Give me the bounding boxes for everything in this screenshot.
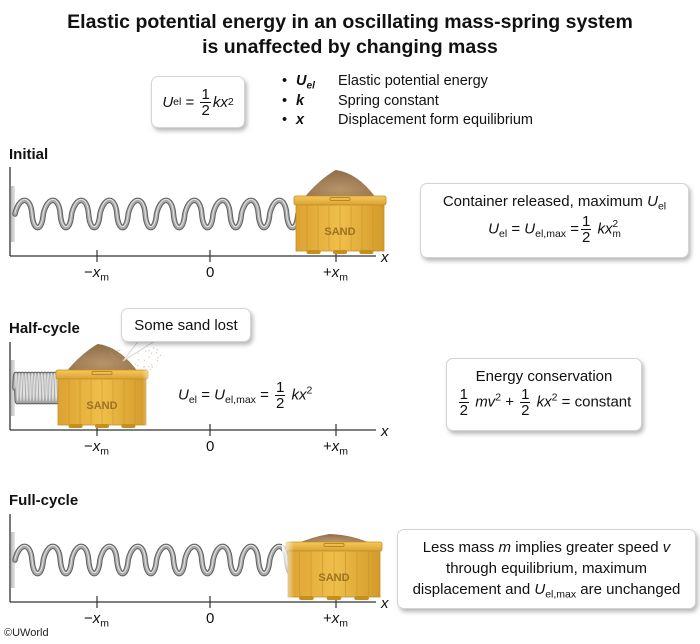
tick-label-zero: 0 <box>206 264 214 281</box>
sand-particle <box>117 363 118 364</box>
container-foot <box>333 250 347 254</box>
tick-label-zero: 0 <box>206 610 214 627</box>
sand-particle <box>156 352 157 353</box>
sand-particle <box>145 350 146 351</box>
sand-particle <box>117 350 118 351</box>
sand-particle <box>114 358 115 359</box>
sand-particle <box>110 353 111 354</box>
panel-initial: x SAND <box>10 167 389 266</box>
sand-particle <box>157 349 158 350</box>
container-label: SAND <box>324 226 355 238</box>
half-cycle-inline-equation: Uel = Uel,max = 12 kx2 <box>178 380 312 411</box>
sand-particle <box>153 348 154 349</box>
energy-conservation-box: Energy conservation 12 mv2 + 12 kx2 = co… <box>446 358 642 431</box>
sand-particle <box>138 353 139 354</box>
full-cycle-info-box: Less mass m implies greater speed v thro… <box>397 529 696 609</box>
sand-lost-callout: Some sand lost <box>121 308 251 342</box>
motion-blur <box>282 534 384 600</box>
tick-label-pos-xm: +xm <box>323 264 348 281</box>
initial-box-equation: Uel = Uel,max =12 kx2m <box>421 214 688 245</box>
sand-particle <box>149 350 150 351</box>
sand-particle <box>149 369 150 370</box>
sand-particle <box>120 354 121 355</box>
energy-conservation-equation: 12 mv2 + 12 kx2 = constant <box>447 387 641 418</box>
motion-blur <box>56 344 154 428</box>
tick-label-neg-xm: −xm <box>84 438 109 455</box>
sand-particle <box>118 354 119 355</box>
sand-particle <box>131 366 132 367</box>
full-cycle-line-2: through equilibrium, maximum <box>398 558 695 579</box>
sand-particle <box>151 353 152 354</box>
initial-info-box: Container released, maximum Uel Uel = Ue… <box>420 183 689 258</box>
axis-name-x: x <box>380 249 389 266</box>
sand-particle <box>135 363 136 364</box>
sand-pile <box>304 170 376 198</box>
sand-particle <box>148 366 149 367</box>
tick-label-neg-xm: −xm <box>84 610 109 627</box>
sand-particle <box>137 365 138 366</box>
sand-particle <box>113 356 114 357</box>
initial-box-title: Container released, maximum Uel <box>421 193 688 210</box>
sand-particle <box>144 366 145 367</box>
sand-particle <box>138 359 139 360</box>
sand-particle <box>152 366 153 367</box>
full-cycle-line-3: displacement and Uel,max are unchanged <box>398 579 695 600</box>
copyright-notice: ©UWorld <box>4 627 49 639</box>
sand-particle <box>144 360 145 361</box>
sand-particle <box>151 364 152 365</box>
sand-particle <box>148 356 149 357</box>
tick-label-neg-xm: −xm <box>84 264 109 281</box>
sand-particle <box>110 363 111 364</box>
container-foot <box>359 250 373 254</box>
sand-particle <box>160 355 161 356</box>
sand-particle <box>157 360 158 361</box>
sand-particle <box>119 350 120 351</box>
sand-particle <box>157 357 158 358</box>
panel-full-cycle: xSAND <box>10 514 389 612</box>
full-cycle-line-1: Less mass m implies greater speed v <box>398 537 695 558</box>
sand-particle <box>129 369 130 370</box>
tick-label-pos-xm: +xm <box>323 610 348 627</box>
tick-label-zero: 0 <box>206 438 214 455</box>
container-foot <box>307 250 321 254</box>
sand-particle <box>111 355 112 356</box>
axis-name-x: x <box>380 423 389 440</box>
sand-particle <box>110 350 111 351</box>
energy-conservation-title: Energy conservation <box>447 368 641 385</box>
tick-label-pos-xm: +xm <box>323 438 348 455</box>
